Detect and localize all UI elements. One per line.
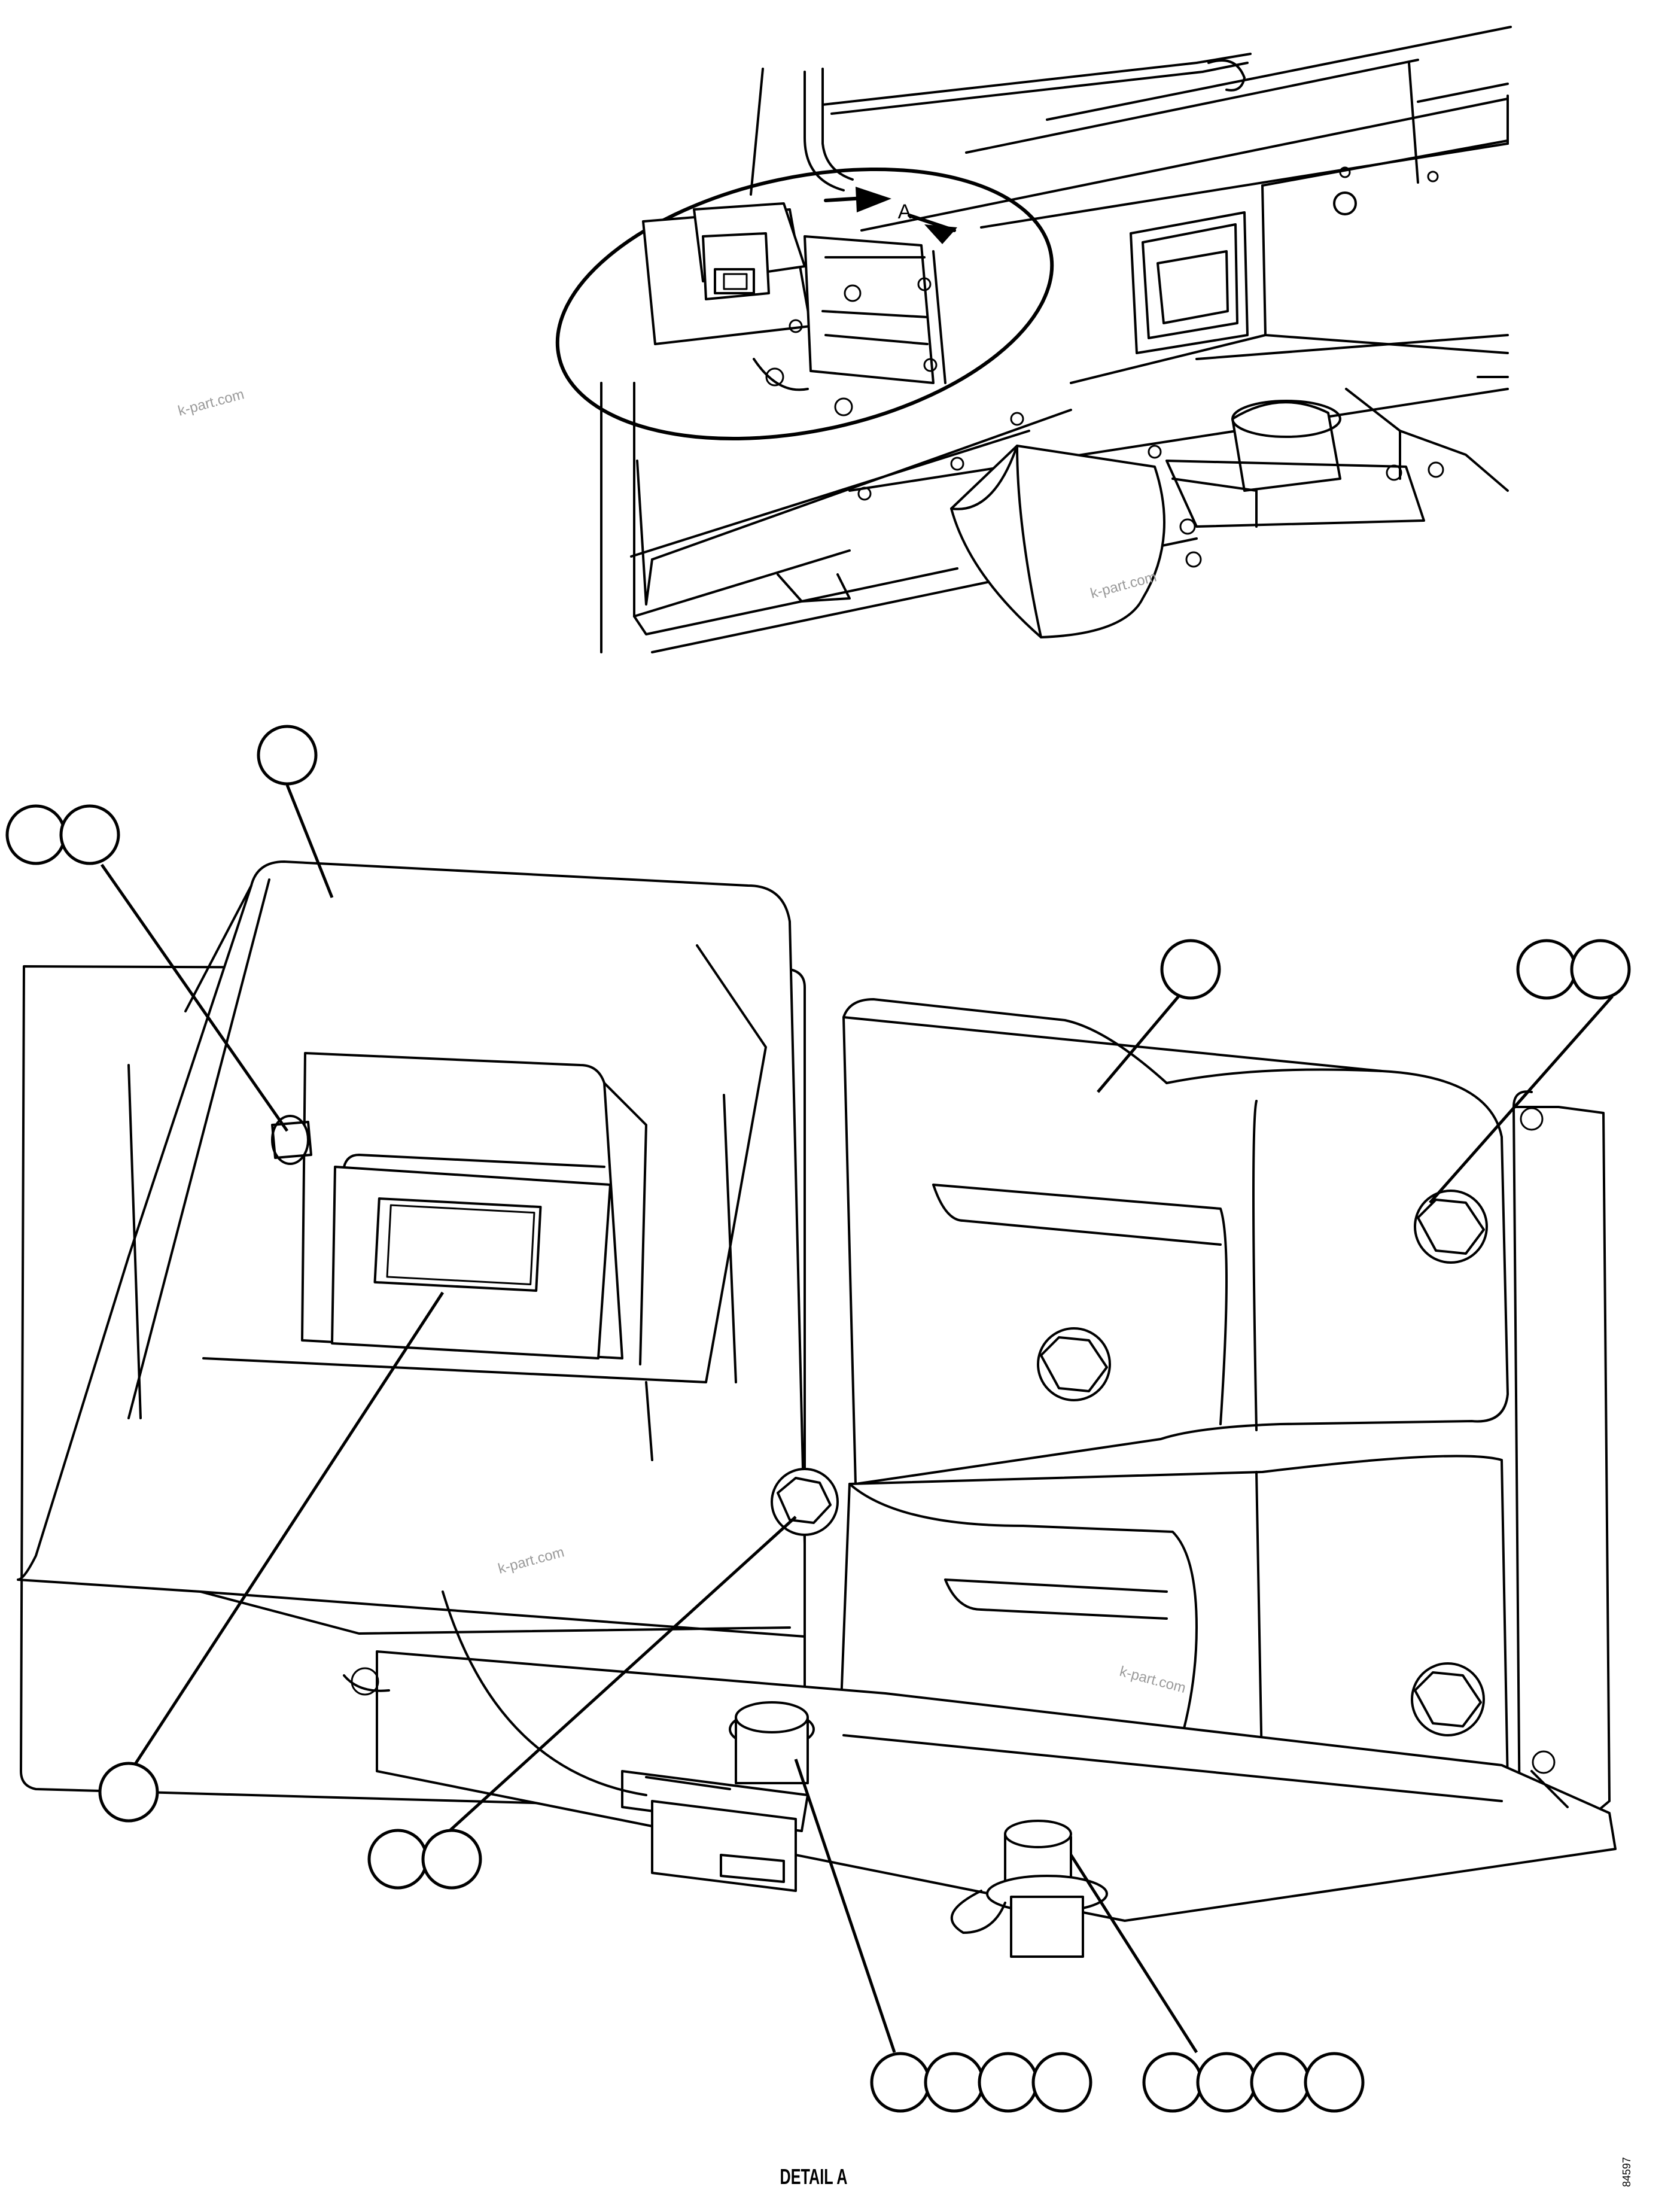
callout-c3: [1160, 939, 1221, 1000]
bolt-bottom-right: [950, 1820, 1108, 1958]
bolt-mid-left: [771, 1468, 839, 1536]
callout-c5: [98, 1762, 159, 1823]
leader-lines: [100, 784, 1614, 2054]
bolt-upper-right: [1414, 1190, 1488, 1264]
callout-c1: [257, 725, 318, 786]
callout-c4: [1516, 939, 1631, 1000]
bolt-upper-left: [271, 1115, 312, 1165]
callout-c6: [367, 1829, 482, 1890]
bolt-bottom-center: [729, 1701, 815, 1784]
overview-view: A k-part.com k-part.com: [176, 26, 1512, 653]
bolt-arm-center: [1037, 1327, 1111, 1401]
bolt-lower-right: [1411, 1662, 1485, 1736]
detail-a-view: k-part.com k-part.com: [17, 860, 1617, 1958]
callout-c7: [870, 2052, 1092, 2113]
callout-c8: [1142, 2052, 1365, 2113]
view-marker-label: A: [898, 200, 912, 223]
figure-code: 84597: [1621, 2157, 1633, 2187]
watermark-1: k-part.com: [176, 386, 246, 419]
detail-label: DETAIL A: [780, 2165, 848, 2189]
callout-c2: [5, 804, 120, 865]
